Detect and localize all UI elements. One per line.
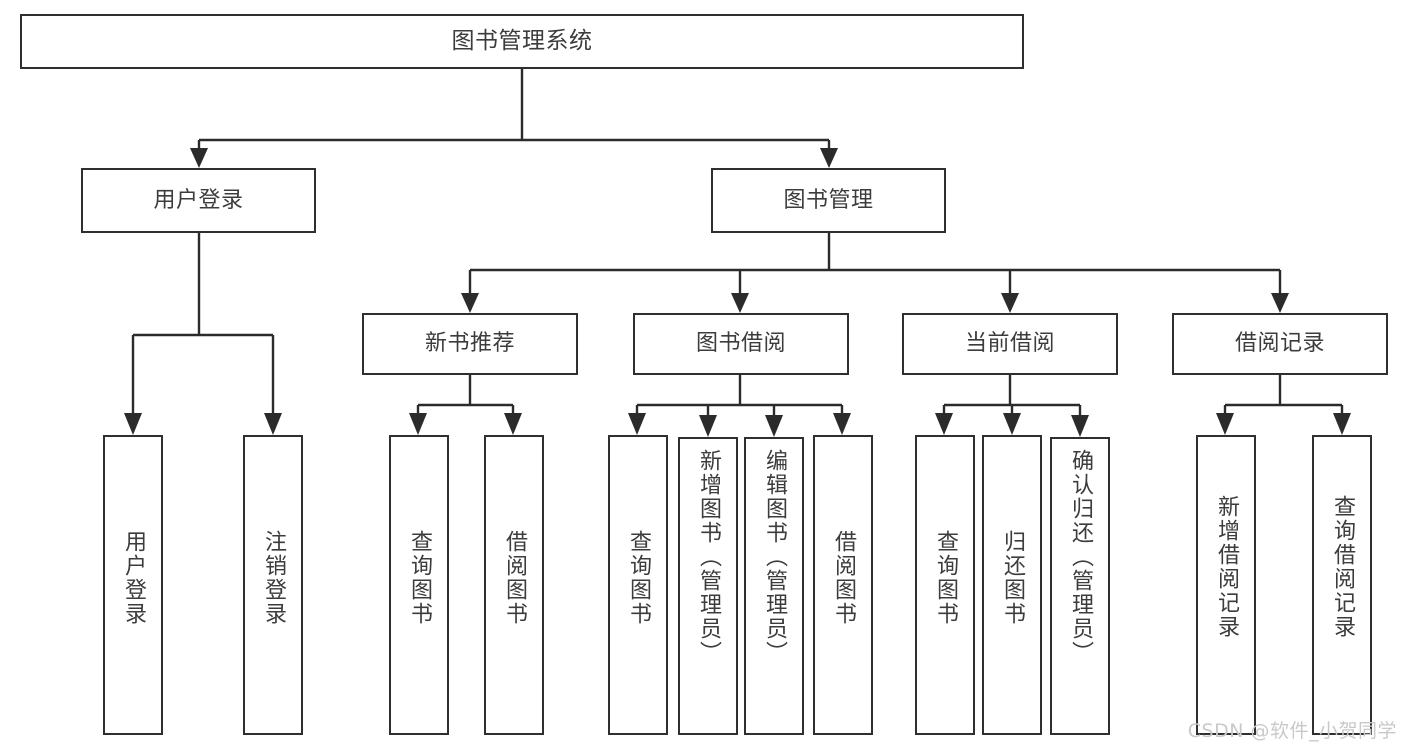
node-book-borrow[interactable]: 图书借阅 bbox=[633, 313, 849, 375]
node-leaf-query-book-recommend[interactable]: 查询图书 bbox=[389, 435, 449, 735]
node-borrow-record[interactable]: 借阅记录 bbox=[1172, 313, 1388, 375]
node-label: 借阅记录 bbox=[1234, 331, 1325, 357]
node-label: 新增图书（管理员） bbox=[695, 449, 721, 665]
node-root-book-management-system[interactable]: 图书管理系统 bbox=[20, 14, 1024, 69]
node-label: 查询图书 bbox=[406, 530, 432, 626]
node-book-management[interactable]: 图书管理 bbox=[711, 168, 946, 233]
node-label: 查询图书 bbox=[625, 530, 651, 626]
arrowhead-bookborrow-leaf-1 bbox=[628, 413, 646, 435]
watermark-text: CSDN @软件_小贺同学 bbox=[1187, 720, 1397, 742]
arrowhead-currentborrow-leaf-1 bbox=[935, 413, 953, 435]
arrowhead-newbook-leaf-2 bbox=[504, 413, 522, 435]
node-label: 图书管理 bbox=[783, 187, 874, 213]
arrowhead-newbook-leaf-1 bbox=[409, 413, 427, 435]
node-label: 用户登录 bbox=[153, 187, 244, 213]
arrowhead-leaf-logout bbox=[264, 413, 282, 435]
node-label: 查询图书 bbox=[932, 530, 958, 626]
node-leaf-confirm-return-admin[interactable]: 确认归还（管理员） bbox=[1050, 437, 1110, 735]
arrowhead-current-borrow bbox=[1001, 293, 1019, 313]
node-user-login[interactable]: 用户登录 bbox=[81, 168, 316, 233]
node-new-book-recommend[interactable]: 新书推荐 bbox=[362, 313, 578, 375]
arrowhead-borrowrecord-leaf-1 bbox=[1216, 413, 1234, 435]
node-label: 确认归还（管理员） bbox=[1067, 449, 1093, 665]
node-label: 查询借阅记录 bbox=[1329, 495, 1355, 639]
arrowhead-bookborrow-leaf-2 bbox=[699, 415, 717, 437]
node-label: 注销登录 bbox=[260, 530, 286, 626]
node-leaf-borrow-book-recommend[interactable]: 借阅图书 bbox=[484, 435, 544, 735]
arrowhead-book-manage bbox=[820, 148, 838, 168]
arrowhead-bookborrow-leaf-4 bbox=[833, 413, 851, 435]
node-label: 归还图书 bbox=[999, 530, 1025, 626]
arrowhead-user-login bbox=[190, 148, 208, 168]
arrowhead-currentborrow-leaf-3 bbox=[1071, 415, 1089, 437]
node-current-borrow[interactable]: 当前借阅 bbox=[902, 313, 1118, 375]
node-leaf-query-borrow-record[interactable]: 查询借阅记录 bbox=[1312, 435, 1372, 735]
arrowhead-borrowrecord-leaf-2 bbox=[1333, 413, 1351, 435]
node-leaf-add-borrow-record[interactable]: 新增借阅记录 bbox=[1196, 435, 1256, 735]
node-leaf-logout[interactable]: 注销登录 bbox=[243, 435, 303, 735]
arrowhead-new-book bbox=[461, 293, 479, 313]
arrowhead-bookborrow-leaf-3 bbox=[765, 415, 783, 437]
node-label: 当前借阅 bbox=[964, 331, 1055, 357]
node-label: 新增借阅记录 bbox=[1213, 495, 1239, 639]
arrowhead-currentborrow-leaf-2 bbox=[1003, 413, 1021, 435]
node-leaf-query-book-borrow[interactable]: 查询图书 bbox=[608, 435, 668, 735]
node-label: 图书借阅 bbox=[695, 331, 786, 357]
node-leaf-return-book[interactable]: 归还图书 bbox=[982, 435, 1042, 735]
node-leaf-borrow-book[interactable]: 借阅图书 bbox=[813, 435, 873, 735]
node-label: 借阅图书 bbox=[830, 530, 856, 626]
node-leaf-add-book-admin[interactable]: 新增图书（管理员） bbox=[678, 437, 738, 735]
node-label: 借阅图书 bbox=[501, 530, 527, 626]
node-leaf-edit-book-admin[interactable]: 编辑图书（管理员） bbox=[744, 437, 804, 735]
node-label: 新书推荐 bbox=[424, 331, 515, 357]
node-label: 编辑图书（管理员） bbox=[761, 449, 787, 665]
node-leaf-user-login[interactable]: 用户登录 bbox=[103, 435, 163, 735]
arrowhead-book-borrow bbox=[731, 293, 749, 313]
arrowhead-leaf-user-login bbox=[124, 413, 142, 435]
arrowhead-borrow-record bbox=[1271, 293, 1289, 313]
node-label: 用户登录 bbox=[120, 530, 146, 626]
node-label: 图书管理系统 bbox=[451, 28, 593, 55]
node-leaf-query-book-current[interactable]: 查询图书 bbox=[915, 435, 975, 735]
